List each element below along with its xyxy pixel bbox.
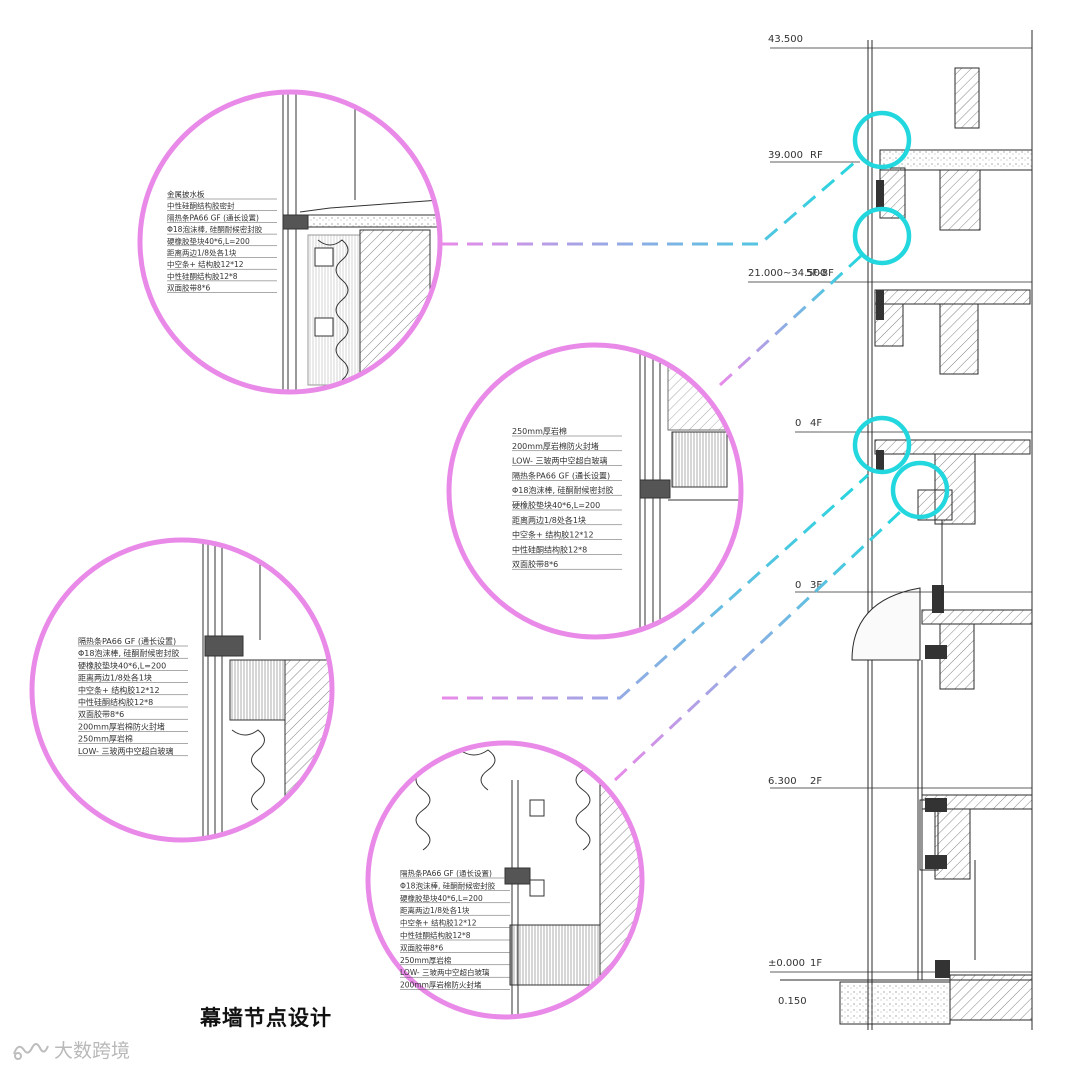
callout-label: LOW- 三玻两中空超白玻璃 <box>400 967 490 977</box>
detail-lower-labels: 隔热条PA66 GF (通长设置) Φ18泡沫棒, 硅酮耐候密封胶硬橡胶垫块40*… <box>400 868 510 990</box>
floor-label: RF <box>810 150 823 161</box>
callout-label: LOW- 三玻两中空超白玻璃 <box>512 456 607 466</box>
callout-label: Φ18泡沫棒, 硅酮耐候密封胶 <box>167 224 263 234</box>
highlight-circle-5f <box>852 206 912 266</box>
detail-middle-labels: 隔热条PA66 GF (通长设置) Φ18泡沫棒, 硅酮耐候密封胶硬橡胶垫块40*… <box>78 636 188 757</box>
callout-label: 距离两边1/8处各1块 <box>400 905 470 915</box>
highlight-circles[interactable] <box>852 110 950 520</box>
callout-label: 隔热条PA66 GF (通长设置) <box>400 868 492 878</box>
callout-label: 硬橡胶垫块40*6,L=200 <box>400 893 483 903</box>
callout-label: Φ18泡沫棒, 硅酮耐候密封胶 <box>78 648 180 658</box>
watermark-logo-icon <box>13 1042 49 1060</box>
callout-label: 中性硅酮结构胶密封 <box>167 201 235 211</box>
page-title: 幕墙节点设计 <box>200 1006 332 1030</box>
callout-label: 距离两边1/8处各1块 <box>512 515 586 525</box>
detail-floor-slab-upper[interactable]: 250mm厚岩棉 200mm厚岩棉防火封堵 LOW- 三玻两中空超白玻璃隔热条PA6… <box>446 340 745 640</box>
callout-label: 250mm厚岩棉 <box>400 955 451 965</box>
callout-label: 200mm厚岩棉防火封堵 <box>400 980 482 990</box>
floor-label: 1F <box>810 958 822 969</box>
callout-label: 隔热条PA66 GF (通长设置) <box>512 470 610 480</box>
callout-label: 硬橡胶垫块40*6,L=200 <box>167 236 250 246</box>
callout-label: 双面胶带8*6 <box>78 709 124 719</box>
callout-label: 250mm厚岩棉 <box>78 734 133 744</box>
callout-label: 250mm厚岩棉 <box>512 426 567 436</box>
floor-label: 4F <box>810 418 822 429</box>
callout-label: 200mm厚岩棉防火封堵 <box>78 721 165 731</box>
callout-label: 隔热条PA66 GF (通长设置) <box>78 636 176 646</box>
callout-label: 中性硅酮结构胶12*8 <box>78 697 153 707</box>
floor-label: 2F <box>810 776 822 787</box>
callout-label: 双面胶带8*6 <box>400 942 444 952</box>
callout-label: Φ18泡沫棒, 硅酮耐候密封胶 <box>512 485 614 495</box>
callout-label: 中性硅酮结构胶12*8 <box>167 271 238 281</box>
watermark: 大数跨境 <box>10 1036 130 1063</box>
detail-floor-slab-middle[interactable]: 隔热条PA66 GF (通长设置) Φ18泡沫棒, 硅酮耐候密封胶硬橡胶垫块40*… <box>29 537 335 843</box>
floor-label: 5F-8F <box>806 268 834 279</box>
callout-label: 中空条+ 结构胶12*12 <box>167 259 244 269</box>
elevation-value: 39.000 <box>768 150 803 161</box>
callout-label: LOW- 三玻两中空超白玻璃 <box>78 746 173 756</box>
detail-floor-slab-lower[interactable]: 隔热条PA66 GF (通长设置) Φ18泡沫棒, 硅酮耐候密封胶硬橡胶垫块40*… <box>365 740 645 1020</box>
floor-label: 3F <box>810 580 822 591</box>
elevation-value: 0.150 <box>778 996 807 1007</box>
elevation-value: 43.500 <box>768 34 803 45</box>
callout-label: 距离两边1/8处各1块 <box>167 248 237 258</box>
elevation-value: 6.300 <box>768 776 797 787</box>
elevation-value: ±0.000 <box>768 958 805 969</box>
callout-label: 双面胶带8*6 <box>512 559 558 569</box>
callout-label: 中性硅酮结构胶12*8 <box>400 930 471 940</box>
detail-connectors <box>442 154 902 782</box>
callout-label: 中空条+ 结构胶12*12 <box>512 530 594 540</box>
callout-label: 金属披水板 <box>167 189 205 199</box>
callout-label: 200mm厚岩棉防火封堵 <box>512 441 599 451</box>
callout-label: 距离两边1/8处各1块 <box>78 673 152 683</box>
detail-upper-labels: 250mm厚岩棉 200mm厚岩棉防火封堵 LOW- 三玻两中空超白玻璃隔热条PA6… <box>512 426 622 570</box>
callout-label: 硬橡胶垫块40*6,L=200 <box>512 500 600 510</box>
callout-label: 中性硅酮结构胶12*8 <box>512 544 587 554</box>
building-section-elevation <box>748 30 1033 1030</box>
elevation-value: 21.000~34.500 <box>748 268 826 279</box>
callout-label: 中空条+ 结构胶12*12 <box>78 685 160 695</box>
watermark-text: 大数跨境 <box>54 1040 131 1062</box>
elevation-value: 0 <box>795 418 801 429</box>
highlight-circle-roof <box>852 110 912 170</box>
highlight-circle-4f-lower <box>890 460 950 520</box>
callout-label: 双面胶带8*6 <box>167 283 211 293</box>
callout-label: 中空条+ 结构胶12*12 <box>400 918 477 928</box>
callout-label: 隔热条PA66 GF (通长设置) <box>167 212 259 222</box>
elevation-value: 0 <box>795 580 801 591</box>
highlight-circle-4f <box>852 415 912 475</box>
callout-label: Φ18泡沫棒, 硅酮耐候密封胶 <box>400 880 496 890</box>
callout-label: 硬橡胶垫块40*6,L=200 <box>78 660 166 670</box>
